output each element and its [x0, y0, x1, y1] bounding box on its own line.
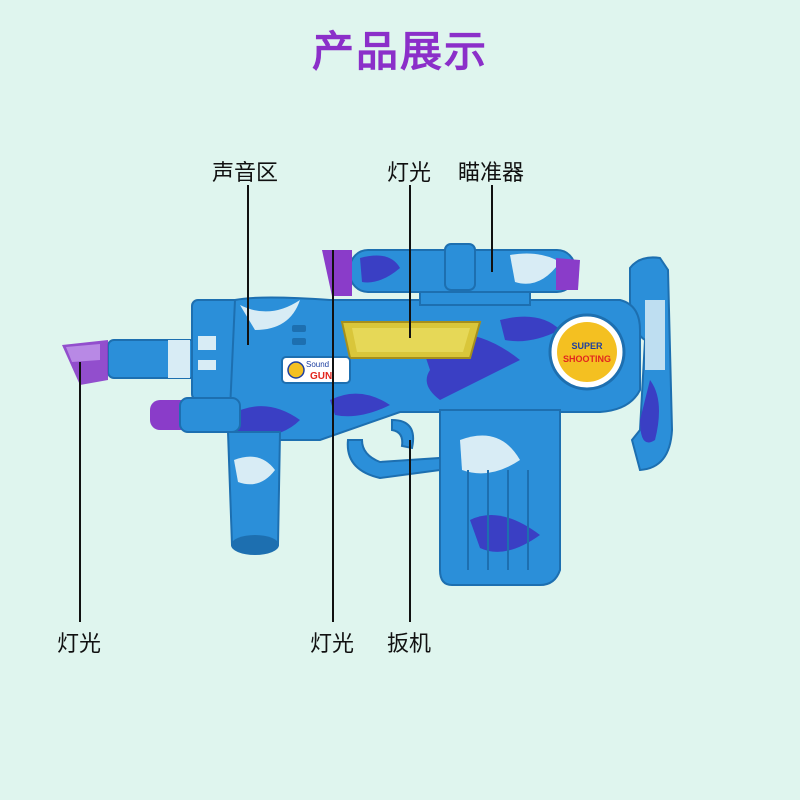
leader-lines: [79, 185, 493, 622]
decal-gun-text: GUN: [310, 371, 332, 382]
page-title: 产品展示: [311, 27, 488, 76]
badge-super-text: SUPER: [571, 341, 603, 351]
center-light-strip: [340, 321, 482, 359]
label-trigger: 扳机: [387, 632, 432, 657]
label-scope: 瞄准器: [458, 161, 525, 186]
label-sound-area: 声音区: [212, 161, 279, 186]
pistol-grip: [439, 409, 561, 586]
label-light-left: 灯光: [57, 632, 102, 657]
badge-shooting-text: SHOOTING: [563, 354, 611, 364]
scope: [322, 243, 580, 306]
left-light: [62, 340, 108, 385]
sound-gun-decal: Sound GUN: [281, 356, 351, 384]
label-light-top: 灯光: [387, 161, 432, 186]
decal-sound-text: Sound: [306, 360, 329, 369]
trigger-guard: [346, 418, 441, 480]
lower-light: [150, 397, 241, 433]
front-grip: [226, 431, 282, 555]
label-light-bottom: 灯光: [310, 632, 355, 657]
super-shooting-badge: SUPER SHOOTING: [548, 313, 626, 391]
